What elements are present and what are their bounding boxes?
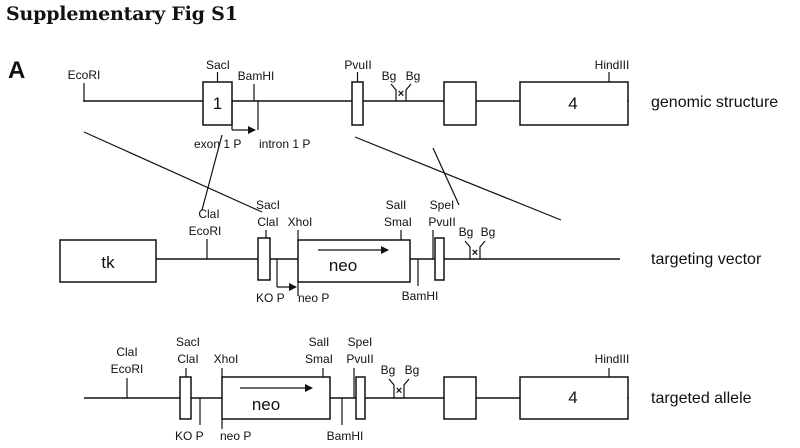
genomic-bg-x-mark: × [398, 88, 404, 100]
vector-neo-label: neo [329, 256, 357, 275]
targeting-vector-map: tk ClaI EcoRI SacI ClaI XhoI neo SalI Sm… [59, 198, 762, 305]
vector-tk-cassette [59, 239, 157, 283]
genomic-exon-4 [519, 81, 629, 126]
allele-clai2-label: ClaI [177, 352, 198, 366]
vector-exon-1-fragment [257, 237, 271, 281]
figure-title: Supplementary Fig S1 [6, 3, 238, 25]
homology-line-left-outer [83, 131, 263, 213]
allele-ecori-label: EcoRI [111, 362, 144, 376]
genomic-exon-4-label: 4 [568, 94, 577, 113]
allele-exon-2 [355, 376, 366, 420]
allele-xhoi-label: XhoI [214, 352, 239, 366]
allele-neo-promoter-label: neo P [220, 429, 251, 443]
allele-neo-label: neo [252, 395, 280, 414]
genomic-structure-map: EcoRI 1 SacI BamHI exon 1 P intron 1 P P… [68, 58, 779, 151]
allele-smai-label: SmaI [305, 352, 333, 366]
vector-clai2-label: ClaI [257, 215, 278, 229]
targeted-allele-map: ClaI EcoRI SacI ClaI XhoI neo SalI SmaI … [84, 335, 752, 443]
allele-saci-label: SacI [176, 335, 200, 349]
vector-smai-label: SmaI [384, 215, 412, 229]
allele-exon-1-fragment [179, 376, 192, 420]
homology-line-left-inner [201, 134, 223, 211]
genomic-exon-3 [443, 81, 477, 126]
genomic-exon-2 [351, 81, 364, 126]
genomic-saci-label: SacI [206, 58, 230, 72]
allele-bg-right-label: Bg [405, 363, 420, 377]
genomic-exon-1-label: 1 [213, 94, 222, 113]
homology-line-right-outer [354, 136, 562, 221]
allele-clai-label: ClaI [116, 345, 137, 359]
allele-pvuii-label: PvuII [346, 352, 373, 366]
vector-neo-promoter-label: neo P [298, 291, 329, 305]
genomic-bamhi-label: BamHI [238, 69, 275, 83]
allele-bg-left-label: Bg [381, 363, 396, 377]
genomic-row-label: genomic structure [651, 94, 778, 111]
allele-spei-label: SpeI [348, 335, 373, 349]
allele-hindiii-label: HindIII [595, 352, 630, 366]
vector-ko-promoter-label: KO P [256, 291, 285, 305]
allele-exon-4-label: 4 [568, 388, 577, 407]
vector-clai-label: ClaI [198, 207, 219, 221]
allele-bamhi-label: BamHI [327, 429, 364, 443]
allele-sali-label: SalI [309, 335, 330, 349]
genomic-bg-left-label: Bg [382, 69, 397, 83]
allele-bg-left-tick [388, 378, 395, 398]
vector-bamhi-label: BamHI [402, 289, 439, 303]
vector-exon-2 [434, 237, 445, 281]
vector-spei-label: SpeI [430, 198, 455, 212]
vector-saci-label: SacI [256, 198, 280, 212]
vector-sali-label: SalI [386, 198, 407, 212]
genomic-ecori-label: EcoRI [68, 68, 101, 82]
allele-bg-x-mark: × [396, 385, 402, 397]
allele-row-label: targeted allele [651, 390, 752, 407]
panel-label: A [8, 57, 25, 84]
allele-ko-promoter-label: KO P [175, 429, 204, 443]
homology-lines [83, 131, 562, 221]
genomic-bg-right-label: Bg [406, 69, 421, 83]
vector-pvuii-label: PvuII [428, 215, 455, 229]
genomic-pvuii-label: PvuII [344, 58, 371, 72]
genomic-bg-right-tick [405, 83, 412, 101]
vector-bg-right-label: Bg [481, 225, 496, 239]
genomic-hindiii-label: HindIII [595, 58, 630, 72]
allele-exon-3 [443, 376, 477, 420]
vector-bg-x-mark: × [472, 247, 478, 259]
vector-bg-left-label: Bg [459, 225, 474, 239]
vector-bg-left-tick [464, 240, 471, 259]
genomic-exon1-promoter-label: exon 1 P [194, 137, 241, 151]
homology-line-right-inner [432, 147, 460, 206]
allele-bg-right-tick [403, 378, 410, 398]
vector-bg-right-tick [479, 240, 486, 259]
allele-exon-4 [519, 376, 629, 420]
vector-ecori-label: EcoRI [189, 224, 222, 238]
vector-row-label: targeting vector [651, 251, 762, 268]
genomic-bg-left-tick [390, 83, 397, 101]
vector-xhoi-label: XhoI [288, 215, 313, 229]
genomic-exon-1 [202, 81, 233, 126]
genomic-intron1-promoter-label: intron 1 P [259, 137, 310, 151]
vector-neo-cassette [297, 239, 411, 283]
vector-tk-label: tk [101, 253, 115, 272]
